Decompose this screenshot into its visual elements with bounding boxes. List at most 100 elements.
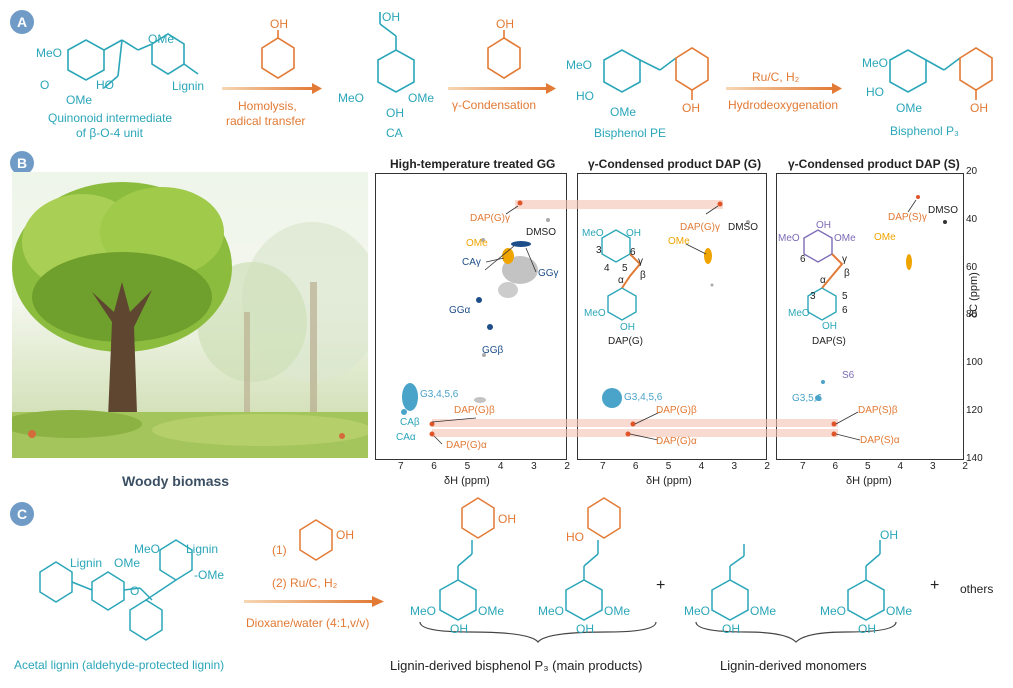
x-tick: 3 bbox=[929, 461, 936, 472]
mono2-ome: OMe bbox=[886, 604, 913, 618]
p3-caption: Bisphenol P₃ bbox=[890, 124, 959, 138]
step1-label: (1) bbox=[272, 543, 287, 557]
ca-ring-oh-label: OH bbox=[386, 106, 404, 120]
prod1-ringoh: OH bbox=[450, 622, 468, 636]
solvent-label: Dioxane/water (4:1,v/v) bbox=[246, 616, 370, 630]
p3-meo-label: MeO bbox=[862, 56, 889, 70]
mono1-oh: OH bbox=[722, 622, 740, 636]
quinonoid-caption-1: Quinonoid intermediate bbox=[48, 111, 173, 125]
p1-ca-beta: CAβ bbox=[400, 417, 420, 428]
p3-num-6b: 6 bbox=[842, 305, 848, 316]
ca-meo-label: MeO bbox=[338, 91, 365, 105]
q-ome-bottom-label: OMe bbox=[66, 93, 93, 107]
p3-s6: S6 bbox=[842, 370, 855, 381]
y-tick: 140 bbox=[966, 452, 983, 464]
mono2-meo: MeO bbox=[820, 604, 847, 618]
quinonoid-caption-2: of β-O-4 unit bbox=[76, 126, 143, 140]
acetal-lignin-right: Lignin bbox=[186, 542, 219, 556]
nmr-title-3: γ-Condensed product DAP (S) bbox=[788, 157, 960, 171]
nmr-panel-3 bbox=[776, 173, 964, 460]
biomass-caption: Woody biomass bbox=[122, 473, 230, 489]
x-tick: 2 bbox=[962, 461, 968, 472]
nmr-title-1: High-temperature treated GG bbox=[390, 157, 556, 171]
dap-alpha-band bbox=[432, 429, 838, 437]
p1-dap-g-beta: DAP(G)β bbox=[454, 405, 495, 416]
y-tick: 80 bbox=[966, 309, 978, 321]
arrow1-label-2: radical transfer bbox=[226, 114, 306, 128]
p3-dap-s-alpha: DAP(S)α bbox=[860, 435, 900, 446]
panel-b-badge: B bbox=[10, 151, 34, 175]
p1-dap-g-gamma: DAP(G)γ bbox=[470, 213, 510, 224]
y-tick: 40 bbox=[966, 213, 978, 225]
p3-oh-label: OH bbox=[970, 101, 988, 115]
p2-struct-oh: OH bbox=[626, 228, 641, 239]
p3-beta: β bbox=[844, 268, 850, 279]
pe-oh-label: OH bbox=[682, 101, 700, 115]
nmr-title-2: γ-Condensed product DAP (G) bbox=[588, 157, 762, 171]
monomer-brace bbox=[695, 621, 897, 643]
acetal-lignin-top: Lignin bbox=[70, 556, 103, 570]
pe-ome-label: OMe bbox=[610, 105, 637, 119]
dap-s-structure-top bbox=[803, 229, 833, 263]
plus-1: + bbox=[656, 577, 666, 594]
p2-dap-g-gamma: DAP(G)γ bbox=[680, 222, 720, 233]
prod1-oh: OH bbox=[498, 512, 516, 526]
plus-2: + bbox=[930, 577, 940, 594]
p3-g-arom: G3,5,6 bbox=[792, 393, 823, 404]
p1-gg-alpha: GGα bbox=[449, 305, 471, 316]
ca-ome-label: OMe bbox=[408, 91, 435, 105]
x-tick: 2 bbox=[764, 461, 770, 472]
x-tick: 3 bbox=[531, 461, 537, 472]
x-tick: 6 bbox=[832, 461, 839, 472]
acetal-ome: OMe bbox=[114, 556, 141, 570]
p2-dap-g-beta: DAP(G)β bbox=[656, 405, 697, 416]
x-tick: 4 bbox=[698, 461, 705, 472]
mono2-oh: OH bbox=[858, 622, 876, 636]
prod2-ome: OMe bbox=[604, 604, 631, 618]
y-tick: 100 bbox=[966, 357, 983, 369]
x-tick: 7 bbox=[398, 461, 404, 472]
p3-struct-name: DAP(S) bbox=[812, 336, 846, 347]
p3-num-6: 6 bbox=[800, 254, 806, 265]
p3-num-5: 5 bbox=[842, 291, 848, 302]
p2-beta: β bbox=[640, 270, 646, 281]
nmr-panel-2 bbox=[577, 173, 767, 460]
p3-dap-s-gamma: DAP(S)γ bbox=[888, 212, 927, 223]
panel-c-arrow bbox=[244, 600, 374, 603]
prod2-ho: HO bbox=[566, 530, 584, 544]
mono1-meo: MeO bbox=[684, 604, 711, 618]
prod1-meo: MeO bbox=[410, 604, 437, 618]
p2-num-3: 3 bbox=[596, 245, 602, 256]
p3-gamma: γ bbox=[842, 254, 847, 265]
p2-dap-g-alpha: DAP(G)α bbox=[656, 436, 697, 447]
x-tick: 5 bbox=[665, 461, 672, 472]
q-meo-label: MeO bbox=[36, 46, 63, 60]
p2-num-5: 5 bbox=[622, 263, 628, 274]
ca-oh-label: OH bbox=[382, 10, 400, 24]
arrow1-label-1: Homolysis, bbox=[238, 99, 297, 113]
q-ho-label: HO bbox=[96, 78, 114, 92]
p2-gamma: γ bbox=[638, 256, 643, 267]
phenol2-oh-label: OH bbox=[496, 17, 514, 31]
p2-num-6: 6 bbox=[630, 247, 636, 258]
pe-meo-label: MeO bbox=[566, 58, 593, 72]
step2-label: (2) Ru/C, H₂ bbox=[272, 576, 338, 590]
p3-ho-label: HO bbox=[866, 85, 884, 99]
reaction-arrows bbox=[222, 83, 842, 94]
ca-caption: CA bbox=[386, 126, 403, 140]
nmr-panel-1 bbox=[375, 173, 567, 460]
p2-alpha: α bbox=[618, 275, 624, 286]
p1-ca-gamma: CAγ bbox=[462, 257, 481, 268]
p3-num-3: 3 bbox=[810, 291, 816, 302]
p1-ome: OMe bbox=[466, 238, 488, 249]
dap-gamma-band bbox=[515, 200, 723, 209]
y-tick: 60 bbox=[966, 261, 978, 273]
p1-gg-beta: GGβ bbox=[482, 345, 504, 356]
pe-ho-label: HO bbox=[576, 89, 594, 103]
p2-num-4: 4 bbox=[604, 263, 610, 274]
